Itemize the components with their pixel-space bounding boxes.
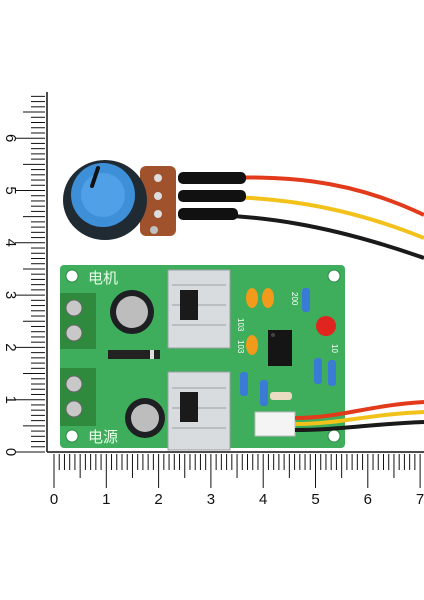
- ruler-number: 3: [207, 491, 215, 508]
- ruler-number: 6: [364, 491, 372, 508]
- motor-label: 电机: [88, 270, 118, 287]
- ceramic-capacitor: [262, 288, 274, 308]
- ruler-number: 4: [259, 491, 267, 508]
- silk-label: 103: [236, 340, 245, 354]
- ceramic-capacitor: [246, 288, 258, 308]
- power-terminal-block: [60, 368, 96, 426]
- capacitor-top: [110, 290, 154, 334]
- potentiometer: [63, 160, 176, 240]
- ruler-number: 0: [50, 491, 58, 508]
- motor-terminal-block: [60, 293, 96, 349]
- silk-label: 103: [236, 318, 245, 332]
- ruler-number: 1: [102, 491, 110, 508]
- ruler-number: 2: [154, 491, 162, 508]
- capacitor-bottom: [125, 398, 165, 438]
- resistors: [240, 288, 336, 406]
- wire-connector: [254, 411, 296, 437]
- pot-wires: [177, 172, 424, 260]
- silk-label: 10: [330, 344, 339, 353]
- ruler-number: 5: [311, 491, 319, 508]
- diode: [108, 350, 160, 359]
- ruler-number: 7: [416, 491, 424, 508]
- power-label: 电源: [88, 429, 118, 446]
- vertical-ruler: 0 1 2 3 4 5 6: [2, 92, 48, 456]
- heatsink-bottom: [167, 371, 231, 451]
- red-led: [316, 316, 336, 336]
- board-wires: [294, 400, 424, 432]
- ruler-number: 2: [2, 343, 19, 351]
- ruler-number: 5: [2, 186, 19, 194]
- ceramic-capacitor: [246, 335, 258, 355]
- ruler-number: 6: [2, 134, 19, 142]
- ruler-number: 3: [2, 291, 19, 299]
- heatsink-top: [167, 269, 231, 349]
- ruler-number: 1: [2, 396, 19, 404]
- pcb-board: 电机 电源: [60, 265, 345, 451]
- horizontal-ruler: 0 1 2 3 4 5 6 7: [47, 451, 424, 508]
- silk-label: 200: [290, 292, 299, 306]
- ruler-number: 0: [2, 448, 19, 456]
- ruler-number: 4: [2, 239, 19, 247]
